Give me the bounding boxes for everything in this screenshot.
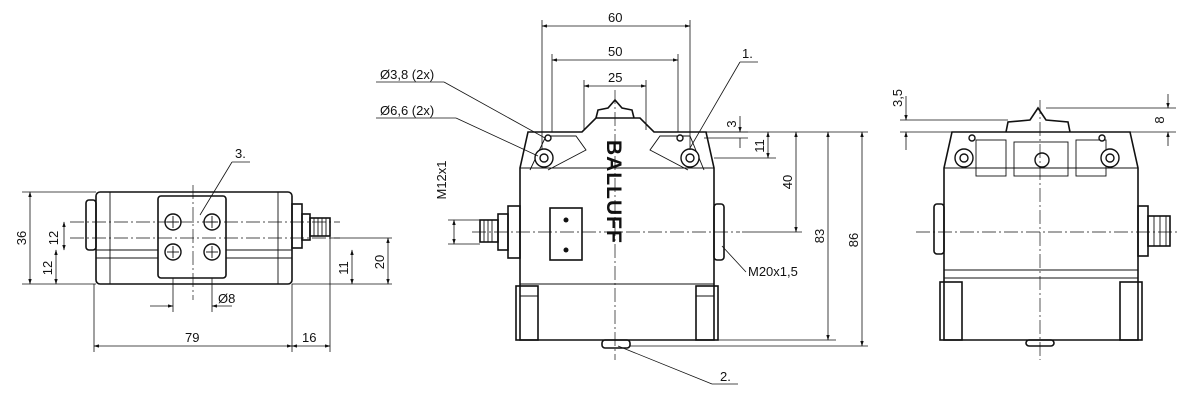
dim-60-label: 60 <box>608 10 622 25</box>
dim-m12-label: M12x1 <box>434 160 449 199</box>
dim-12-lower-label: 12 <box>40 261 55 275</box>
dim-86-label: 86 <box>846 233 861 247</box>
callout-2: 2. <box>720 369 731 384</box>
dim-11-label: 11 <box>336 261 351 275</box>
dim-40-label: 40 <box>780 175 795 189</box>
side-view: 36 12 12 20 11 Ø8 79 16 3. <box>14 146 392 352</box>
front-view: BALLUFF 60 50 25 Ø3,8 (2 <box>376 10 868 385</box>
side-cap-plate <box>157 195 227 279</box>
dim-12-upper-label: 12 <box>46 231 61 245</box>
dim-3-5-label: 3,5 <box>890 89 905 107</box>
brand-logo: BALLUFF <box>602 140 625 244</box>
callout-1: 1. <box>742 46 753 61</box>
dim-16-label: 16 <box>302 330 316 345</box>
dim-hole-large-label: Ø6,6 (2x) <box>380 103 434 118</box>
dim-hole-small-label: Ø3,8 (2x) <box>380 67 434 82</box>
rear-view: 3,5 8 <box>890 89 1180 360</box>
dim-50-label: 50 <box>608 44 622 59</box>
dim-83-label: 83 <box>812 229 827 243</box>
dim-36-label: 36 <box>14 231 29 245</box>
dim-m20-label: M20x1,5 <box>748 264 798 279</box>
dim-dia8-label: Ø8 <box>218 291 235 306</box>
dim-11-front-label: 11 <box>752 139 767 153</box>
dim-79-label: 79 <box>185 330 199 345</box>
dim-25-label: 25 <box>608 70 622 85</box>
housing-outline <box>519 117 715 341</box>
callout-3: 3. <box>235 146 246 161</box>
dim-8-label: 8 <box>1152 116 1167 123</box>
dim-20-label: 20 <box>372 255 387 269</box>
dim-3-label: 3 <box>724 120 739 127</box>
